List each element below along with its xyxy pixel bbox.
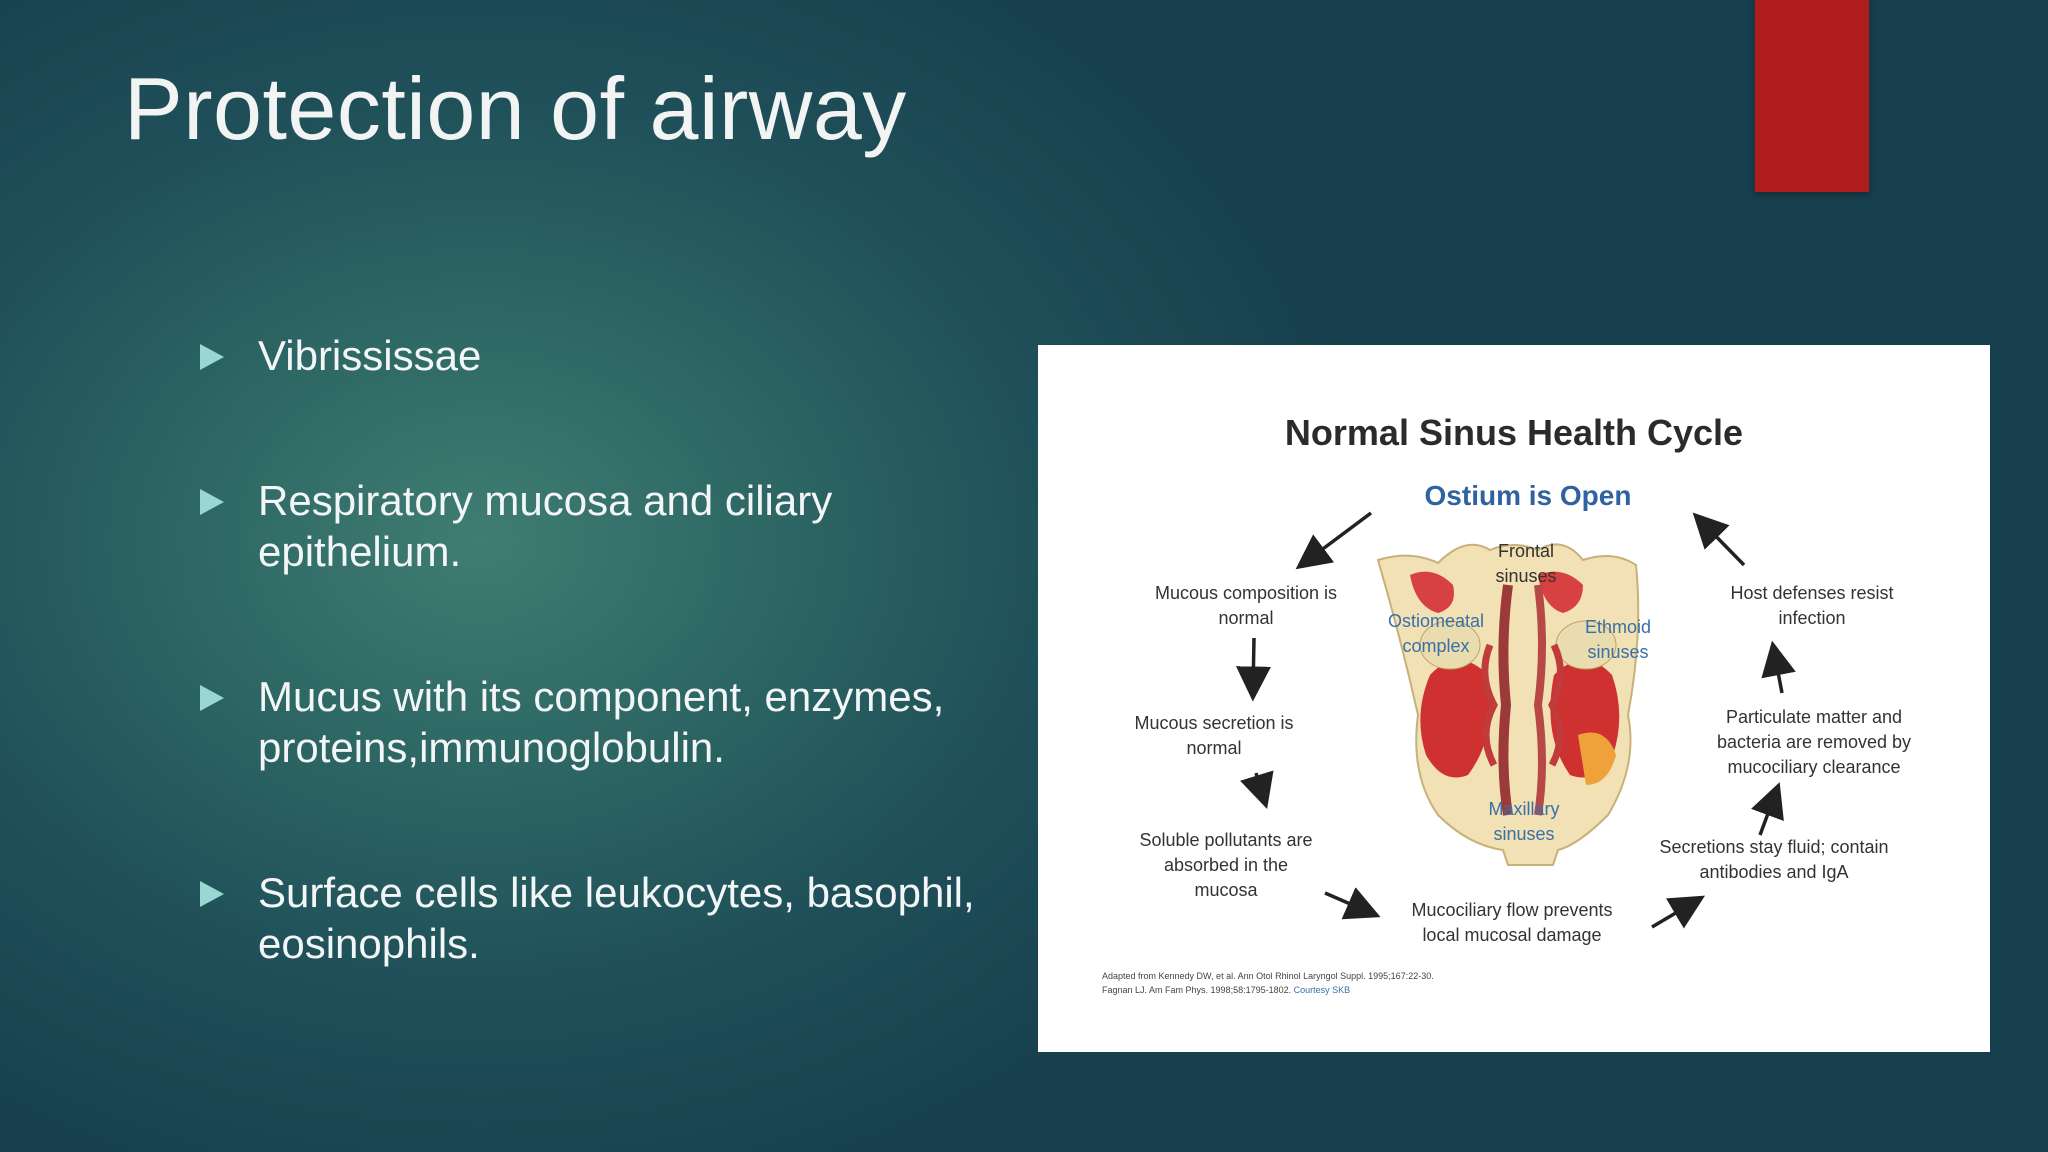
figure-subtitle: Ostium is Open (1425, 480, 1632, 511)
cycle-arrow (1692, 512, 1746, 567)
cycle-step-particulate-clearance: Particulate matter and (1726, 707, 1902, 727)
cycle-step-secretions-fluid: Secretions stay fluid; contain (1659, 837, 1888, 857)
bullet-item: Vibrississae (200, 330, 1018, 381)
cycle-step-host-defenses: infection (1778, 608, 1845, 628)
cycle-arrow (1761, 640, 1796, 694)
ostiomeatal-complex-label: Ostiomeatal (1388, 611, 1484, 631)
cycle-step-mucociliary-flow: local mucosal damage (1422, 925, 1601, 945)
cycle-arrow (1295, 511, 1373, 570)
cycle-arrow (1240, 770, 1274, 810)
figure-title: Normal Sinus Health Cycle (1285, 412, 1743, 453)
cycle-step-particulate-clearance: mucociliary clearance (1727, 757, 1900, 777)
bullet-text: Respiratory mucosa and ciliary epitheliu… (258, 477, 833, 575)
bullet-text: Surface cells like leukocytes, basophil,… (258, 869, 975, 967)
cycle-arrow (1651, 895, 1706, 929)
triangle-bullet-icon (200, 685, 224, 711)
cycle-step-secretions-fluid: antibodies and IgA (1699, 862, 1848, 882)
cycle-step-soluble-pollutants: Soluble pollutants are (1139, 830, 1312, 850)
triangle-bullet-icon (200, 881, 224, 907)
bullet-item: Respiratory mucosa and ciliary epitheliu… (200, 475, 1018, 577)
slide-title: Protection of airway (124, 59, 907, 158)
sinus-anatomy-illustration (1376, 543, 1640, 866)
sinus-cycle-diagram: Normal Sinus Health Cycle Ostium is Open… (1102, 412, 1911, 995)
frontal-sinuses-label: Frontal (1498, 541, 1554, 561)
cycle-step-host-defenses: Host defenses resist (1730, 583, 1893, 603)
bullet-text: Mucus with its component, enzymes, prote… (258, 673, 945, 771)
cycle-arrows (1235, 511, 1796, 929)
cycle-step-mucous-secretion: normal (1186, 738, 1241, 758)
cycle-step-mucous-composition: normal (1218, 608, 1273, 628)
bullet-item: Surface cells like leukocytes, basophil,… (200, 867, 1018, 969)
sinus-cycle-figure: Normal Sinus Health Cycle Ostium is Open… (1038, 345, 1990, 1052)
cycle-step-particulate-clearance: bacteria are removed by (1717, 732, 1911, 752)
accent-bar (1755, 0, 1869, 192)
cycle-arrow (1324, 887, 1381, 920)
cycle-step-mucous-composition: Mucous composition is (1155, 583, 1337, 603)
cycle-step-soluble-pollutants: absorbed in the (1164, 855, 1288, 875)
figure-citation: Fagnan LJ. Am Fam Phys. 1998;58:1795-180… (1102, 985, 1350, 995)
ostiomeatal-complex-label: complex (1402, 636, 1469, 656)
cycle-step-soluble-pollutants: mucosa (1194, 880, 1258, 900)
ethmoid-sinuses-label: Ethmoid (1585, 617, 1651, 637)
maxillary-sinuses-label: Maxillary (1488, 799, 1559, 819)
triangle-bullet-icon (200, 489, 224, 515)
cycle-arrow (1751, 782, 1784, 836)
cycle-arrow (1235, 637, 1271, 702)
cycle-step-mucociliary-flow: Mucociliary flow prevents (1411, 900, 1612, 920)
figure-citation: Adapted from Kennedy DW, et al. Ann Otol… (1102, 971, 1434, 981)
bullet-item: Mucus with its component, enzymes, prote… (200, 671, 1018, 773)
ethmoid-sinuses-label: sinuses (1587, 642, 1648, 662)
maxillary-sinuses-label: sinuses (1493, 824, 1554, 844)
bullet-text: Vibrississae (258, 332, 482, 379)
frontal-sinuses-label: sinuses (1495, 566, 1556, 586)
triangle-bullet-icon (200, 344, 224, 370)
cycle-step-mucous-secretion: Mucous secretion is (1134, 713, 1293, 733)
